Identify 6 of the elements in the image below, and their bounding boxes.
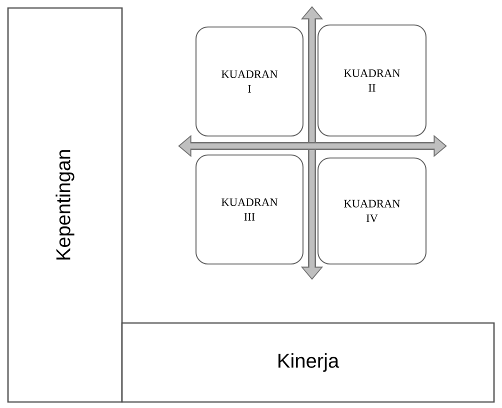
quadrant-box: KUADRAN I [195,26,304,137]
axis-label-box: Kepentingan [7,7,123,403]
quadrant-box: KUADRAN II [317,24,427,137]
quadrant-box: KUADRAN IV [317,157,427,265]
quadrant-box: KUADRAN III [195,154,304,265]
axis-label-box: Kinerja [121,322,495,403]
